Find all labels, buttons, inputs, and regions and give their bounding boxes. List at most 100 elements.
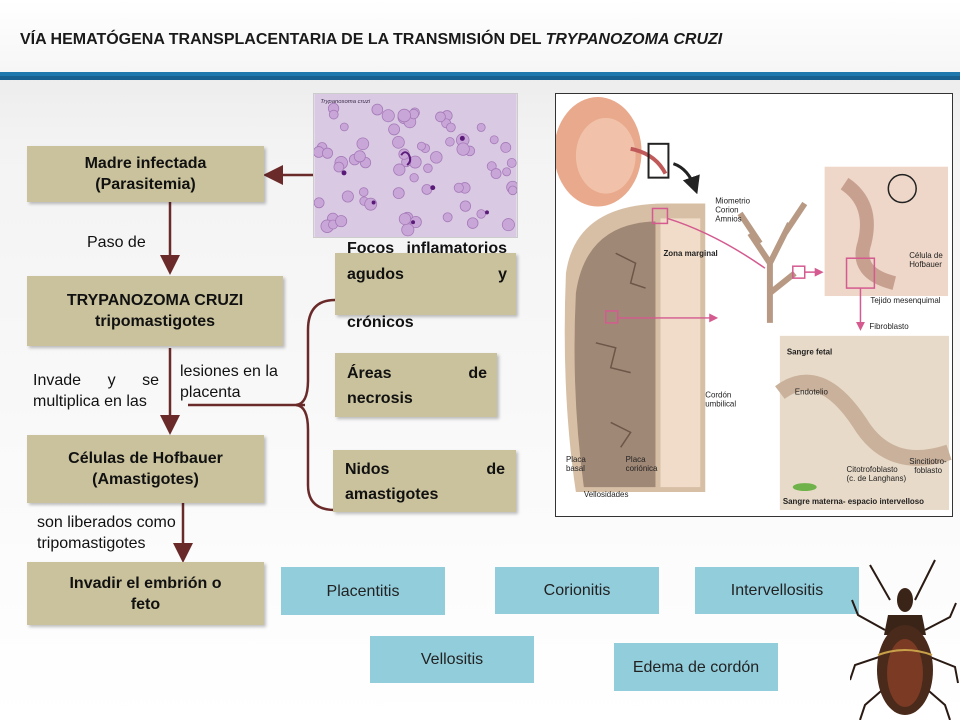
nidos-box: Nidos de amastigotes (333, 450, 516, 512)
madre-line1: Madre infectada (84, 155, 207, 172)
label-hofbauer-1: Célula de (909, 251, 943, 260)
label-placa-corionica-1: Placa (626, 455, 646, 464)
placenta-figure: Miometrio Corion Amnios Zona marginal Cé… (555, 93, 953, 517)
red-blood-cell (398, 212, 412, 226)
red-blood-cell (506, 158, 517, 168)
red-blood-cell (401, 223, 415, 237)
liberados-label: son liberados como tripomastigotes (37, 514, 176, 552)
label-sincitio-2: foblasto (914, 466, 942, 475)
tryp-line2: tripomastigotes (94, 313, 215, 330)
red-blood-cell (356, 137, 370, 151)
intervellositis-box: Intervellositis (695, 567, 859, 614)
red-blood-cell (476, 122, 486, 132)
label-placa-corionica-2: coriónica (626, 464, 658, 473)
red-blood-cell (328, 109, 339, 120)
red-blood-cell (502, 167, 512, 177)
red-blood-cell (500, 142, 512, 153)
label-cordon-1: Cordón (705, 391, 731, 400)
red-blood-cell (490, 168, 502, 180)
invadir-line1: Invadir el embrión o (69, 574, 222, 592)
red-blood-cell (442, 212, 453, 223)
corionitis-box: Corionitis (495, 567, 659, 614)
necrosis-box: Áreas de necrosis (335, 353, 497, 417)
red-blood-cell (333, 161, 345, 173)
triatomine-bug-image (850, 559, 959, 720)
label-endotelio: Endotelio (795, 388, 829, 397)
red-blood-cell (435, 111, 446, 123)
label-cordon-2: umbilical (705, 399, 736, 408)
label-amnios: Amnios (715, 214, 741, 223)
nidos-text-a: Nidos de (345, 461, 505, 478)
invadir-feto-box: Invadir el embrión o feto (27, 562, 264, 625)
red-blood-cell (371, 103, 384, 116)
invade-label: Invade y se multiplica en las (33, 372, 159, 410)
trypanozoma-box: TRYPANOZOMA CRUZI tripomastigotes (27, 276, 283, 346)
madre-infectada-box: Madre infectada (Parasitemia) (27, 146, 264, 202)
hofbauer-line2: (Amastigotes) (92, 471, 199, 488)
red-blood-cell (388, 123, 401, 136)
red-blood-cell (358, 187, 369, 197)
tryp-line1: TRYPANOZOMA CRUZI (66, 292, 244, 309)
focos-box: Focos inflamatorios agudos y crónicos (335, 240, 516, 331)
nidos-text-b: amastigotes (345, 486, 439, 503)
red-blood-cell (489, 135, 499, 145)
label-hofbauer-2: Hofbauer (909, 260, 942, 269)
title-italic: TRYPANOZOMA CRUZI (545, 31, 723, 48)
red-blood-cell (466, 217, 479, 229)
madre-line2: (Parasitemia) (95, 176, 196, 193)
label-citotrofoblasto: Citotrofoblasto (847, 465, 899, 474)
vellositis-box: Vellositis (370, 636, 534, 683)
label-zona-marginal: Zona marginal (663, 249, 717, 258)
red-blood-cell (335, 215, 348, 228)
micrograph-caption: Trypanosoma cruzi (320, 99, 370, 105)
blood-smear-image: Trypanosoma cruzi (313, 93, 518, 238)
red-blood-cell (453, 182, 464, 193)
red-blood-cell (393, 163, 406, 176)
red-blood-cell (341, 190, 354, 203)
red-blood-cell (397, 108, 411, 123)
red-blood-cell (421, 184, 433, 195)
red-blood-cell (353, 150, 366, 163)
red-blood-cell (456, 142, 470, 156)
label-placa-basal-2: basal (566, 464, 585, 473)
label-placa-basal-1: Placa (566, 455, 586, 464)
red-blood-cell (314, 197, 325, 209)
invadir-line2: feto (130, 595, 161, 613)
villous-tree (737, 201, 808, 323)
brace-lesions (295, 298, 336, 512)
title-text: VÍA HEMATÓGENA TRANSPLACENTARIA DE LA TR… (20, 31, 546, 48)
page-title: VÍA HEMATÓGENA TRANSPLACENTARIA DE LA TR… (20, 29, 900, 51)
red-blood-cell (409, 173, 419, 183)
placentitis-box: Placentitis (281, 567, 445, 615)
red-blood-cell (446, 122, 456, 133)
necrosis-text-b: necrosis (347, 390, 413, 407)
red-blood-cell (416, 141, 426, 151)
red-blood-cell (430, 151, 443, 164)
red-blood-cell (501, 218, 515, 232)
label-tejido: Tejido mesenquimal (870, 296, 940, 305)
red-blood-cell (476, 209, 486, 219)
label-miometrio: Miometrio (715, 197, 750, 206)
hofbauer-line1: Células de Hofbauer (68, 450, 223, 467)
red-blood-cell (445, 137, 455, 147)
red-blood-cell (508, 185, 517, 196)
red-blood-cell (381, 109, 395, 123)
hofbauer-box: Células de Hofbauer (Amastigotes) (27, 435, 264, 503)
red-blood-cell (339, 122, 349, 132)
focos-text-a: Focos inflamatorios agudos y (347, 240, 507, 283)
red-blood-cell (423, 163, 433, 173)
red-blood-cell (392, 136, 405, 149)
necrosis-text-a: Áreas de (347, 365, 487, 382)
label-corion: Corion (715, 205, 738, 214)
red-blood-cell (364, 197, 378, 211)
header-band (0, 0, 960, 76)
focos-text-b: crónicos (347, 314, 414, 331)
red-blood-cell (392, 187, 405, 200)
label-sincitio-1: Sincitiotro- (909, 457, 947, 466)
label-fibroblasto: Fibroblasto (869, 322, 909, 331)
red-blood-cell (459, 200, 472, 212)
label-sangre-materna: Sangre materna- espacio intervelloso (783, 497, 924, 506)
label-langhans: (c. de Langhans) (847, 474, 907, 483)
red-blood-cell (322, 147, 334, 159)
